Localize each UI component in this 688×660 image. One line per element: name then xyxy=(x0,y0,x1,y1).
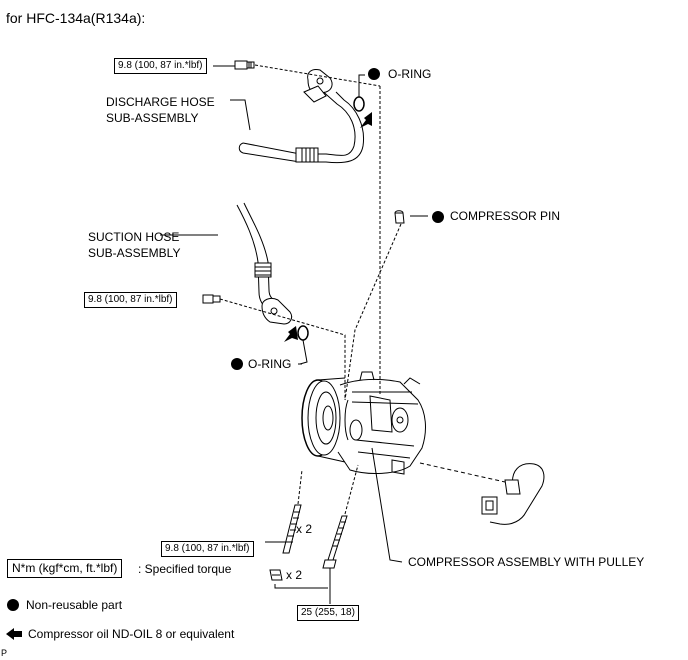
nut-bolt-torque: 25 (255, 18) xyxy=(297,605,359,621)
wire-harness xyxy=(481,463,545,525)
stud-quantity: x 2 xyxy=(296,522,313,536)
legend-oil: Compressor oil ND-OIL 8 or equivalent xyxy=(28,627,235,641)
legend-torque-unit: N*m (kgf*cm, ft.*lbf) xyxy=(7,559,123,578)
o-ring-top-label: O-RING xyxy=(388,67,432,81)
page-title: for HFC-134a(R134a): xyxy=(6,10,146,26)
compressor-pin-label: COMPRESSOR PIN xyxy=(450,209,561,223)
suction-bolt-torque: 9.8 (100, 87 in.*lbf) xyxy=(84,292,177,308)
filled-circle-icon xyxy=(231,358,243,370)
suction-hose-label-line2: SUB-ASSEMBLY xyxy=(88,246,181,260)
oil-arrow-top xyxy=(360,112,372,128)
discharge-hose-drawing xyxy=(238,69,365,164)
o-ring-bottom-label: O-RING xyxy=(248,357,292,371)
filled-circle-icon xyxy=(7,599,19,611)
nut-quantity: x 2 xyxy=(286,568,303,582)
compressor-body xyxy=(301,371,426,475)
filled-circle-icon xyxy=(432,211,444,223)
legend-torque-desc: : Specified torque xyxy=(138,562,232,576)
compressor-pin xyxy=(394,210,405,224)
discharge-hose-label-line1: DISCHARGE HOSE xyxy=(106,95,215,109)
discharge-bolt-torque: 9.8 (100, 87 in.*lbf) xyxy=(114,58,207,74)
stud-bolt xyxy=(282,504,302,554)
discharge-hose-label-line2: SUB-ASSEMBLY xyxy=(106,111,199,125)
legend-non-reusable: Non-reusable part xyxy=(26,598,123,612)
discharge-bolt xyxy=(234,60,255,70)
stud-bolt-torque: 9.8 (100, 87 in.*lbf) xyxy=(161,541,254,557)
long-bolt xyxy=(322,515,348,569)
arrow-left-icon xyxy=(6,628,22,640)
oil-arrow-bottom xyxy=(284,326,298,342)
suction-bolt xyxy=(202,294,221,304)
compressor-assembly-label: COMPRESSOR ASSEMBLY WITH PULLEY xyxy=(408,555,645,569)
footer-mark: P xyxy=(1,648,8,658)
filled-circle-icon xyxy=(368,68,380,80)
nut xyxy=(269,569,283,581)
suction-hose-label-line1: SUCTION HOSE xyxy=(88,230,180,244)
